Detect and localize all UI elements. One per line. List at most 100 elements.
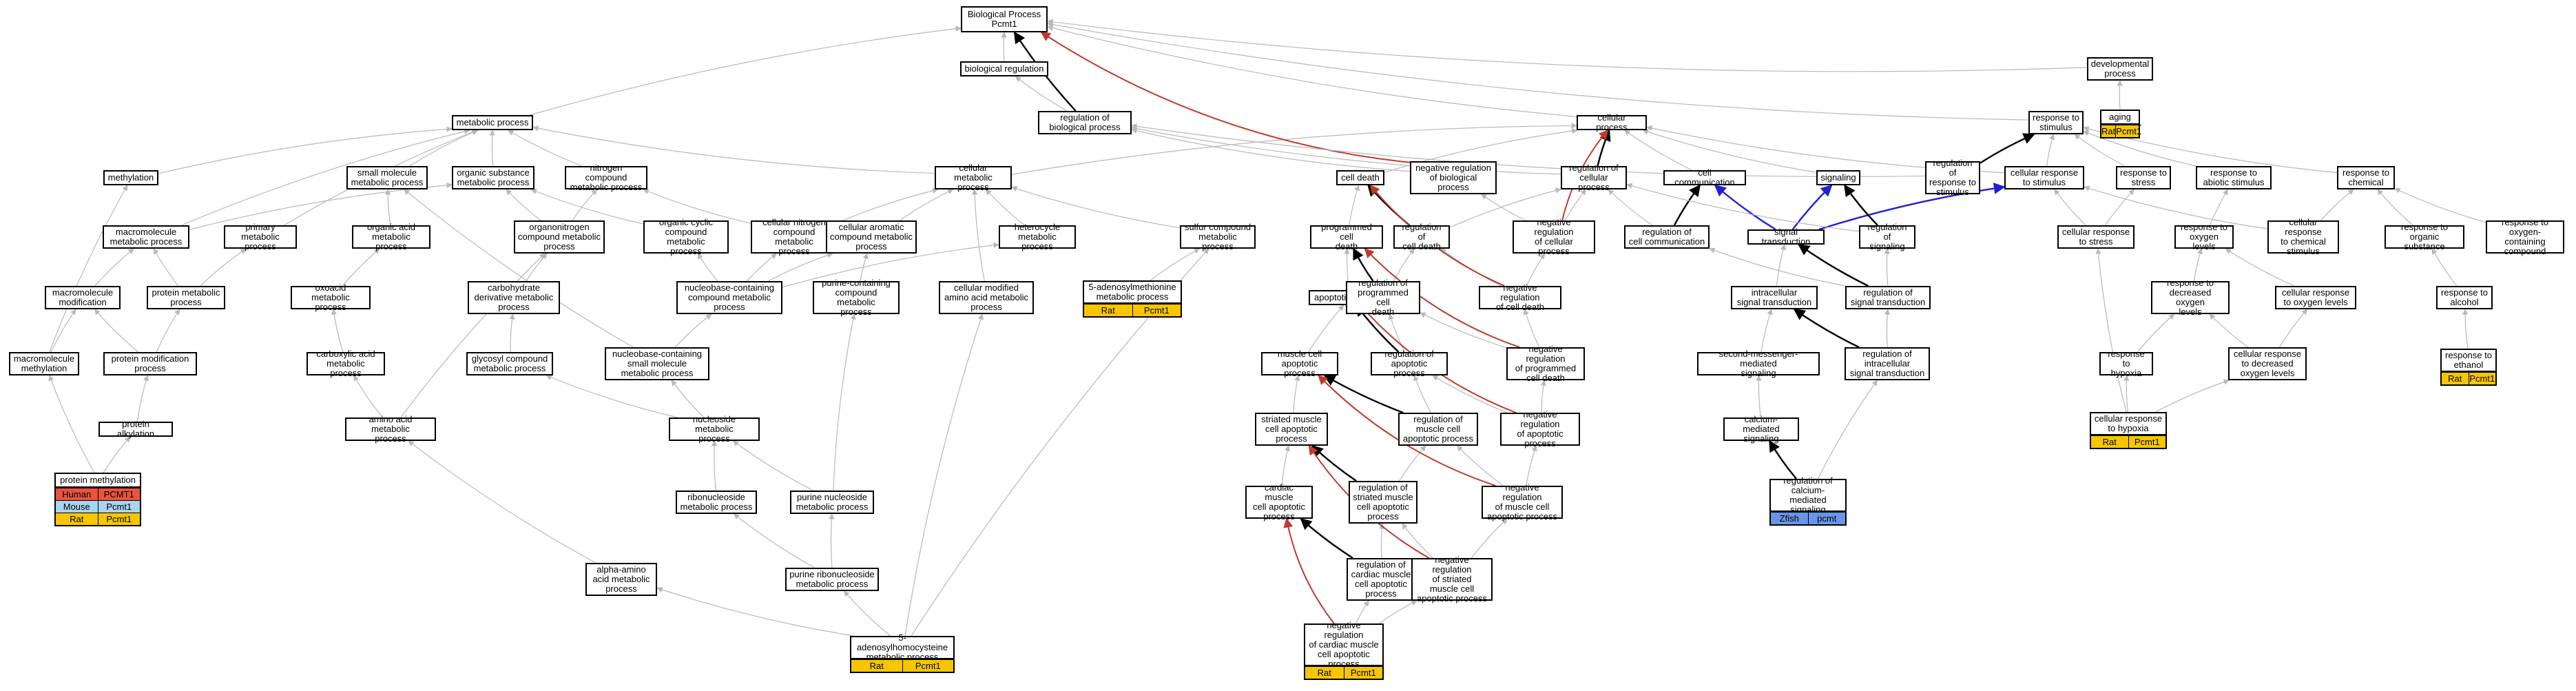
edge-cellarom-to-cellmet [899,189,954,221]
edge-negregstriated-to-negregmuscle [1471,518,1508,559]
go-term-cellmet: cellular metabolic process [935,163,1012,192]
edge-nucsmall-to-nucleobase [674,313,712,348]
edge-regpcd-to-regcelldeath [1393,248,1415,282]
go-term-cellrespstress: cellular response to stress [2057,225,2134,249]
go-term-regstriated: regulation of striated muscle cell apopt… [1349,481,1417,524]
edge-protmethyl-to-macromethyl [48,375,95,473]
go-term-resporgsub: response to organic substance [2385,223,2464,251]
edge-calcium-to-secondmsg [1756,375,1762,418]
edge-negregcardiac-to-regcardiac [1355,600,1369,624]
edge-cellresphypoxia-to-cellrespdecoxy [2155,379,2230,413]
go-term-purinecont: purine-containing compound metabolic pro… [813,278,900,317]
edge-regsigtrans-to-regcellcomm [1709,247,1846,287]
go-term-nucleoside: nucleoside metabolic process [669,415,760,444]
edge-regcellproc-to-regbp [1131,125,1561,175]
go-term-nucleobase: nucleobase-containing compound metabolic… [676,281,782,314]
go-term-negregcelldeath: negative regulation of cell death [1479,283,1561,312]
edge-sigtrans-to-signaling [1791,184,1833,230]
edge-negregapop-to-regapop [1432,375,1508,413]
go-term-macromet: macromolecule metabolic process [103,225,189,249]
go-term-regsigtrans: regulation of signal transduction [1845,286,1931,309]
go-term-regmuscleapop: regulation of muscle cell apoptotic proc… [1398,413,1478,446]
edge-devproc-to-bp [1047,19,2088,72]
edge-cellrespdecoxy-to-cellrespoxy [2278,309,2308,348]
go-term-intracellular: intracellular signal transduction [1731,286,1818,309]
go-term-aminoacid: amino acid metabolic process [345,415,436,444]
go-term-regbp: regulation of biological process [1038,111,1132,134]
edge-protmet-to-macromet [153,248,179,287]
go-term-cellnitro: cellular nitrogen compound metabolic pro… [751,218,838,256]
go-term-regintra: regulation of intracellular signal trans… [1845,347,1930,380]
go-term-glycosyl: glycosyl compound metabolic process [466,352,553,375]
edge-negregcellproc-to-regcellproc [1564,189,1587,221]
go-term-smallmol: small molecule metabolic process [346,166,428,189]
edge-cellproc-to-bp [1047,25,1577,117]
edge-secondmsg-to-intracellular [1760,309,1773,353]
edge-resphypoxia-to-respdecoxy [2137,313,2175,353]
edge-heterocycle-to-cellmet [985,189,1025,226]
go-term-regpcd: regulation of programmed cell death [1346,278,1420,317]
go-term-cellproc: cellular process [1577,113,1647,132]
species-label: Rat [56,513,98,525]
gene-symbol: Pcmt1 [2115,125,2142,137]
edge-resp-to-bp [1047,21,2029,121]
edge-regresp-to-regbp [1131,123,1926,178]
edge-regsigtrans-to-sigtrans [1798,244,1869,287]
go-term-metproc: metabolic process [452,115,533,130]
go-term-negregapop: negative regulation of apoptotic process [1500,410,1580,448]
edge-resporgsub-to-respchem [2377,189,2413,226]
edge-purineribo-to-purinenuc [829,513,835,568]
edge-aging-to-devproc [2117,80,2123,110]
go-term-purinenuc: purine nucleoside metabolic process [790,491,874,514]
go-term-cellrespoxy: cellular response to oxygen levels [2275,286,2356,309]
go-term-protalkyl: protein alkylation [98,420,173,439]
edge-cellrespchem-to-respchem [2320,189,2354,221]
edge-musclecellapop-to-apoptotic [1308,305,1344,353]
edge-purinenuc-to-nucleoside [732,440,813,491]
edge-respdecoxy-to-respoxygen [2193,248,2203,282]
go-term-regapop: regulation of apoptotic process [1371,349,1448,378]
edge-protmod-to-macromod [94,309,139,353]
edge-regintra-to-intracellular [1793,309,1860,349]
edge-cellresp-to-resp [2046,134,2055,167]
go-term-sigtrans: signal transduction [1747,227,1825,247]
go-term-heterocycle: heterocycle metabolic process [999,223,1076,251]
edge-cellresphypoxia-to-resphypoxia [2123,375,2130,413]
edge-protmod-to-protmet [156,309,180,353]
edge-nucleobase-to-cellarom [767,252,833,282]
species-label: Rat [851,659,902,672]
edge-sigtrans-to-cellresp [1818,183,2006,231]
gene-symbol: Pcmt1 [1343,666,1382,679]
edge-smallmol-to-metproc [409,130,479,167]
go-term-cellrespdecoxy: cellular response to decreased oxygen le… [2228,347,2307,380]
go-term-macromethyl: macromolecule methylation [9,352,79,375]
edge-striated-to-musclecellapop [1293,375,1300,413]
go-term-negregcellproc: negative regulation of cellular process [1513,218,1595,256]
edge-regcelldeath-to-regcellproc [1449,187,1561,228]
edge-respoxygen-to-respabiotic [2209,189,2229,226]
edge-negregstriated-to-regstriated [1402,523,1433,559]
go-term-organicacid: organic acid metabolic process [352,223,430,251]
edge-purinecont-to-cellarom [860,253,869,282]
edge-purinenuc-to-purinecont [833,313,856,491]
go-term-nitrogen: nitrogen compound metabolic process [565,163,647,192]
go-term-negregbp: negative regulation of biological proces… [1410,161,1497,194]
edge-negregcardiac-to-cardiac [1283,517,1335,624]
edge-protalkyl-to-protmod [136,375,149,422]
edge-pcd-to-celldeath [1349,185,1360,226]
go-term-pcd: programmed cell death [1310,223,1383,251]
gene-symbol: Pcmt1 [97,500,140,513]
edge-nucleoside-to-glycosyl [546,374,678,418]
go-term-regcellproc: regulation of cellular process [1561,163,1627,192]
edge-negregpcd-to-regpcd [1420,312,1507,349]
edge-nucsmall-to-smallmol [404,189,634,348]
edge-negregpcd-to-negregcelldeath [1523,309,1540,348]
edge-glycosyl-to-carbohydrate [509,313,515,353]
